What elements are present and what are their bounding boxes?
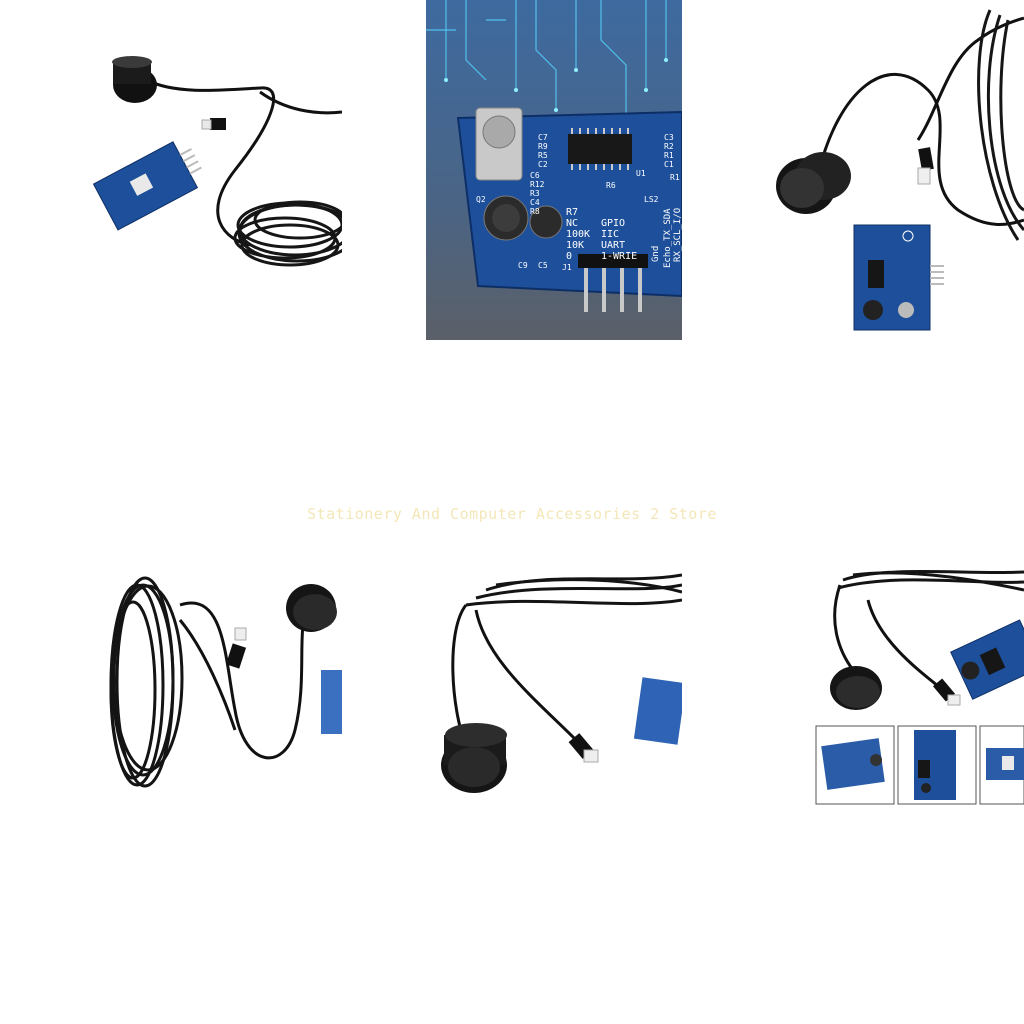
watermark-text: Stationery And Computer Accessories 2 St… [307, 505, 717, 523]
label-c5: C5 [538, 261, 548, 270]
product-photo-probe-thumbnails [768, 560, 1024, 820]
label-u1: U1 [636, 169, 646, 178]
label-gpio: GPIO [601, 218, 625, 229]
label-c4: C4 [530, 198, 540, 207]
label-ls2: LS2 [644, 195, 659, 204]
product-photo-probe-board-vertical [768, 0, 1024, 340]
label-r9: R9 [538, 142, 548, 151]
label-rx-scl-io: RX_SCL_I/O [673, 208, 682, 262]
thumbnail-strip [815, 725, 1024, 805]
label-r2: R2 [664, 142, 674, 151]
label-uart: UART [601, 240, 625, 251]
label-j1: J1 [562, 263, 572, 272]
label-r3: R3 [530, 189, 540, 198]
label-100k: 100K [566, 229, 590, 240]
label-iic: IIC [601, 229, 619, 240]
label-c6: C6 [530, 171, 540, 180]
label-r1b: R1 [670, 173, 680, 182]
label-c2: C2 [538, 160, 548, 169]
label-10k: 10K [566, 240, 584, 251]
label-q2: Q2 [476, 195, 486, 204]
label-r5: R5 [538, 151, 548, 160]
product-photo-coiled-cable [85, 570, 342, 820]
label-nc: NC [566, 218, 578, 229]
label-c9: C9 [518, 261, 528, 270]
label-echo-tx-sda: Echo_TX_SDA [663, 208, 673, 268]
label-c3: C3 [664, 133, 674, 142]
label-1wrie: 1-WRIE [601, 251, 637, 262]
label-r1: R1 [664, 151, 674, 160]
product-photo-probe-large [426, 570, 682, 820]
product-photo-board-closeup: C7 R9 R5 C2 C6 R12 R3 C4 R8 C3 R2 R1 C1 … [426, 0, 682, 340]
label-c1: C1 [664, 160, 674, 169]
label-c7: C7 [538, 133, 548, 142]
label-r12: R12 [530, 180, 545, 189]
label-gnd: Gnd [651, 246, 661, 262]
label-0: 0 [566, 251, 572, 262]
label-r6: R6 [606, 181, 616, 190]
label-r7: R7 [566, 207, 578, 218]
product-photo-probe-cable-board [85, 0, 342, 340]
label-r8: R8 [530, 207, 540, 216]
